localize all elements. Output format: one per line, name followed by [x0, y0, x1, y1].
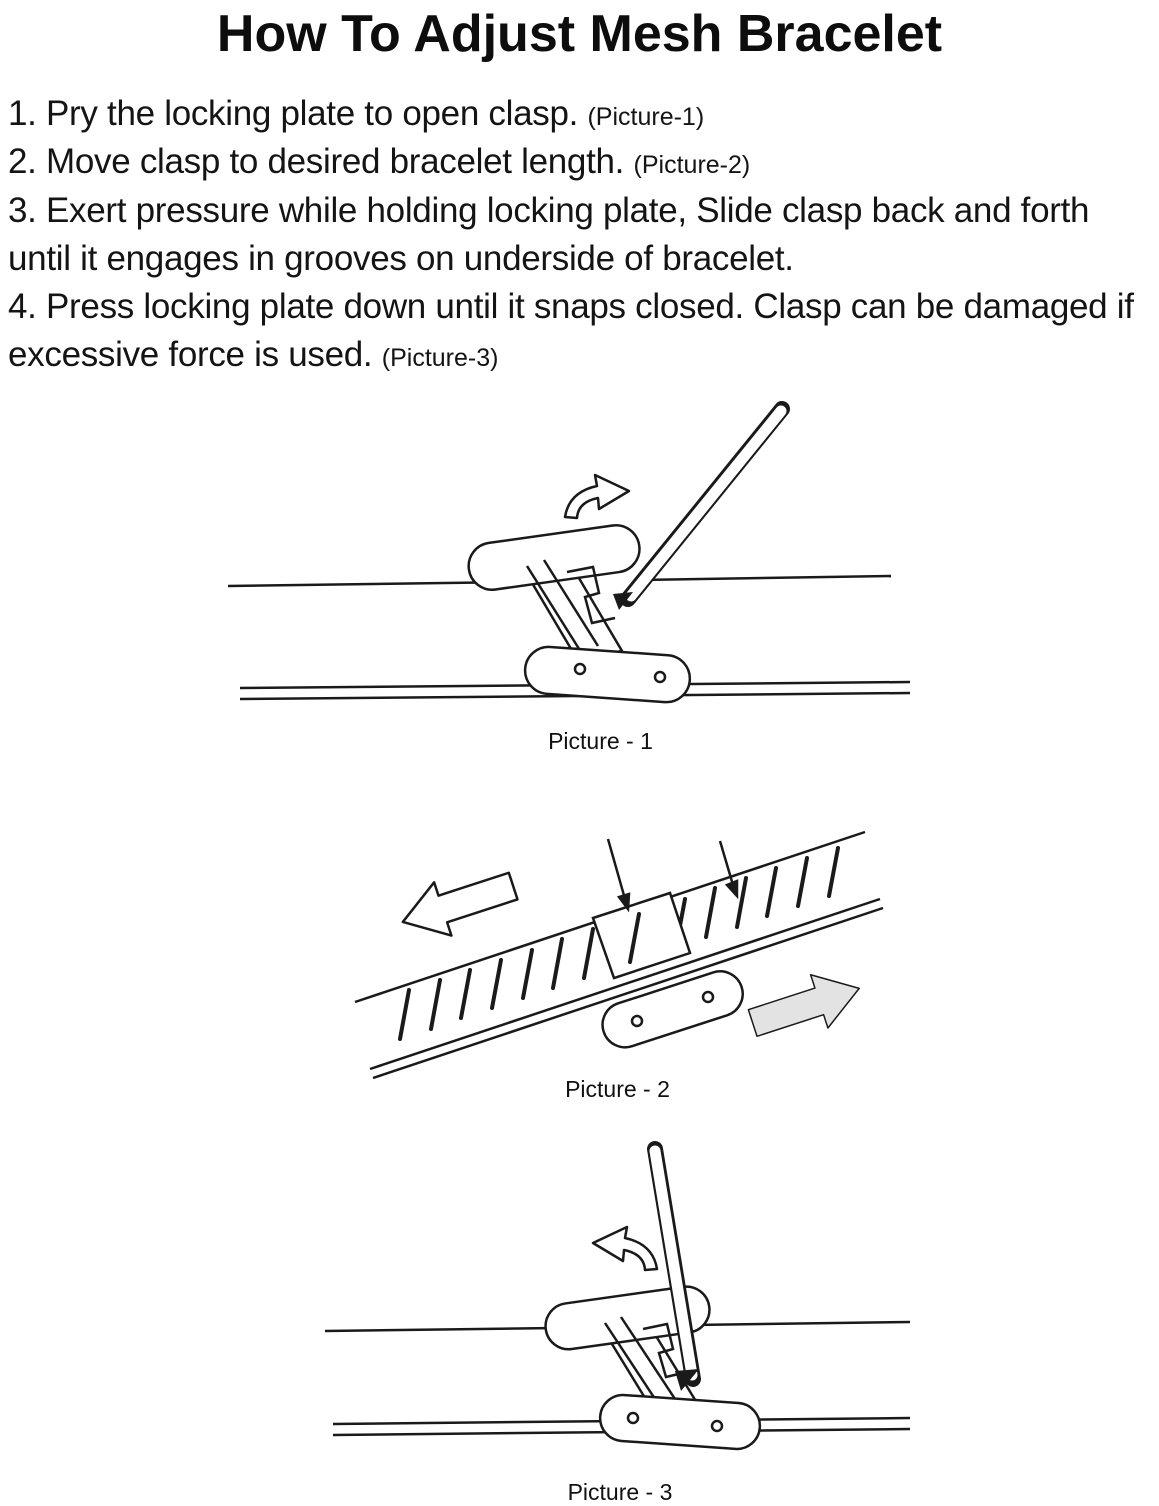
instruction-steps: 1. Pry the locking plate to open clasp. …	[0, 64, 1156, 380]
step-4-text: 4. Press locking plate down until it sna…	[8, 287, 1134, 375]
step-3: 3. Exert pressure while holding locking …	[8, 187, 1156, 284]
step-3-text: 3. Exert pressure while holding locking …	[8, 190, 1090, 278]
pry-open-clasp-illustration	[227, 400, 911, 704]
step-2: 2. Move clasp to desired bracelet length…	[8, 138, 1156, 186]
slide-left-arrow-icon	[401, 871, 519, 937]
step-4-picture-ref: (Picture-3)	[381, 344, 499, 373]
figure-picture-1: Picture - 1	[215, 396, 920, 755]
step-4: 4. Press locking plate down until it sna…	[8, 283, 1156, 380]
step-2-picture-ref: (Picture-2)	[633, 151, 751, 180]
slide-clasp-illustration	[354, 830, 884, 1079]
figure-picture-2: Picture - 2	[330, 819, 905, 1103]
flip-open-arrow-icon	[563, 473, 631, 520]
clasp-closing	[544, 1285, 762, 1451]
band-grooves	[398, 845, 840, 1041]
figure-picture-3: Picture - 3	[324, 1140, 915, 1506]
press-closed-illustration	[324, 1140, 911, 1451]
press-point-arrows	[606, 838, 739, 913]
snap-closed-arrow-icon	[591, 1225, 659, 1272]
step-1-picture-ref: (Picture-1)	[587, 103, 705, 131]
slide-right-arrow-icon	[747, 973, 860, 1037]
pry-tool	[613, 400, 790, 610]
clasp-open	[467, 523, 692, 704]
step-2-text: 2. Move clasp to desired bracelet length…	[8, 142, 634, 182]
step-1-text: 1. Pry the locking plate to open clasp.	[8, 94, 588, 133]
figure-2-caption: Picture - 2	[565, 1075, 670, 1102]
page-title: How To Adjust Mesh Bracelet	[216, 5, 943, 63]
press-tool	[647, 1140, 701, 1391]
step-1: 1. Pry the locking plate to open clasp. …	[8, 90, 1156, 138]
figure-1-caption: Picture - 1	[548, 727, 653, 754]
clasp-on-band	[591, 891, 744, 1049]
